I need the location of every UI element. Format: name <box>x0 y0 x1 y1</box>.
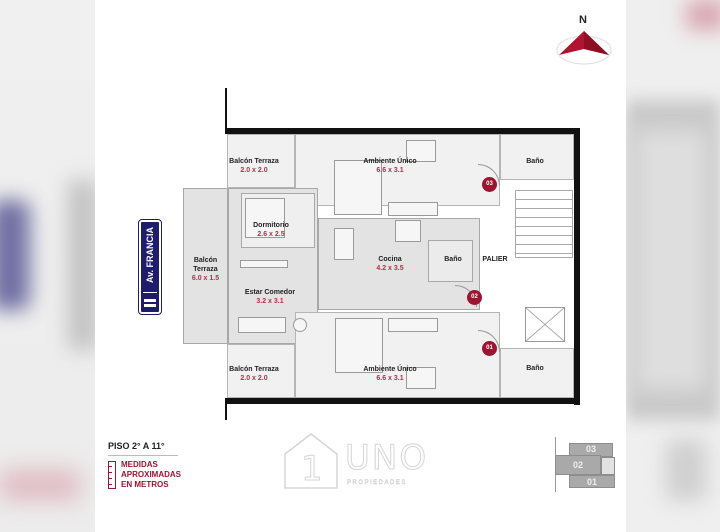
kitchen-counter-bottom <box>388 318 438 332</box>
unit-badge-02: 02 <box>467 290 482 305</box>
street-sign: Av. FRANCIA <box>138 219 162 315</box>
house-logo-icon: 1 <box>284 433 338 490</box>
kitchen-counter-top <box>388 202 438 216</box>
keyplan: 03 02 01 <box>545 437 615 492</box>
staircase <box>515 190 573 258</box>
bed-bottom <box>335 318 383 373</box>
dining-table <box>334 228 354 260</box>
room-bano-bottom <box>500 348 574 398</box>
room-bano-center <box>428 240 473 282</box>
sofa <box>238 317 286 333</box>
unit-badge-01: 01 <box>482 341 497 356</box>
room-bano-top <box>500 134 574 180</box>
table-bottom <box>406 367 436 389</box>
logo-brand: UNO <box>344 438 429 479</box>
room-balcon-terraza-top <box>227 134 295 188</box>
keyplan-core <box>601 457 615 475</box>
logo-subtitle: PROPIEDADES <box>347 480 407 486</box>
north-arrow-icon <box>556 31 612 65</box>
south-wall <box>225 398 580 404</box>
blurred-background-right <box>626 0 720 532</box>
two-way-arrows-icon <box>144 298 156 308</box>
label-bano-bottom: Baño <box>526 365 544 372</box>
north-letter: N <box>579 14 587 26</box>
east-wall <box>574 128 580 405</box>
legend-divider <box>108 455 178 456</box>
label-bano-center: Baño <box>444 256 462 263</box>
measure-note: MEDIDAS APROXIMADAS EN METROS <box>121 460 182 489</box>
sideboard <box>240 260 288 268</box>
unit-badge-03: 03 <box>482 177 497 192</box>
svg-text:1: 1 <box>301 449 323 489</box>
room-balcon-terraza-bottom <box>227 344 295 398</box>
north-arrow: N <box>555 14 615 70</box>
bed-dormitorio <box>245 198 285 238</box>
keyplan-unit-02: 02 <box>555 455 601 475</box>
room-ambiente-unico-bottom <box>295 312 500 398</box>
label-palier: PALIER <box>482 256 508 263</box>
stove-cocina <box>395 220 421 242</box>
ruler-icon <box>108 461 116 489</box>
floor-title: PISO 2° A 11° <box>108 441 165 451</box>
property-line <box>225 88 227 134</box>
table-top <box>406 140 436 162</box>
property-line-bottom <box>225 398 227 420</box>
elevator <box>525 307 565 342</box>
room-balcon-terraza-left <box>183 188 228 344</box>
round-table <box>293 318 307 332</box>
uno-propiedades-logo: 1 UNO PROPIEDADES <box>283 432 443 492</box>
blurred-background-left <box>0 0 95 532</box>
keyplan-unit-01: 01 <box>569 475 615 488</box>
bed-top <box>334 160 382 215</box>
label-bano-top: Baño <box>526 158 544 165</box>
north-wall <box>225 128 580 134</box>
